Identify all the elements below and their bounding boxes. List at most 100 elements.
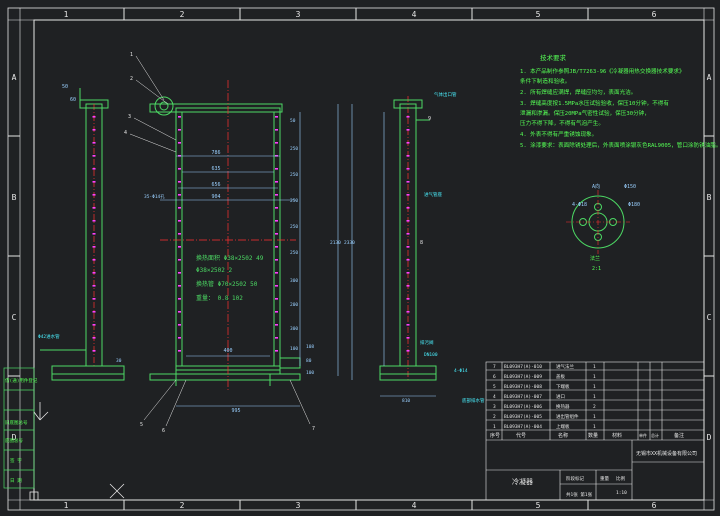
grid-row-b-right: B — [707, 193, 712, 202]
front-callouts — [129, 55, 311, 427]
bom-h-total: 总计 — [651, 432, 659, 438]
ratio-label: 比例 — [616, 475, 625, 482]
tube-marker — [92, 298, 96, 300]
tube-marker — [275, 337, 278, 339]
tube-marker — [406, 246, 410, 248]
tube-marker — [92, 194, 96, 196]
ruler-3: 250 — [290, 172, 298, 178]
tech-notes-title: 技术要求 — [540, 53, 567, 62]
tube-marker — [178, 142, 181, 144]
tube-marker — [92, 220, 96, 222]
callout-9: 9 — [428, 116, 431, 122]
tube-marker — [178, 233, 181, 235]
bom-cell-name: 进口 — [556, 393, 565, 400]
grid-col-5-bottom: 5 — [536, 501, 541, 510]
grid-col-2-bottom: 2 — [180, 501, 185, 510]
tube-marker — [406, 311, 410, 313]
ruler-5: 250 — [290, 224, 298, 230]
tube-marker — [275, 311, 278, 313]
bom-header-text: 序号 代号 名称 数量 材料 单件 总计 备注 — [490, 432, 684, 439]
dim-786: 786 — [211, 150, 220, 156]
tube-marker — [178, 272, 181, 274]
center-note-1: 换热面积 Φ38×2502 49 — [196, 254, 264, 262]
tube-marker — [178, 285, 181, 287]
tube-marker — [406, 116, 410, 118]
company-name: 无锡市XX机械设备有限公司 — [636, 450, 697, 457]
front-tube-markers — [178, 116, 278, 352]
left-tube-markers — [92, 116, 96, 352]
port-dn: DN100 — [424, 352, 438, 358]
bom-cell-name: 下端板 — [556, 383, 570, 390]
callout-1: 1 — [130, 52, 133, 58]
tube-marker — [178, 129, 181, 131]
grid-row-b: B — [12, 193, 17, 202]
bom-cell-name: 盖板 — [556, 373, 565, 380]
bom-h-no: 序号 — [490, 432, 500, 439]
tube-marker — [178, 220, 181, 222]
bom-cell-qty: 1 — [593, 394, 596, 400]
grid-col-1-bottom: 1 — [64, 501, 69, 510]
right-dims — [380, 112, 436, 397]
bom-cell-no: 5 — [493, 384, 496, 390]
tube-marker — [406, 259, 410, 261]
callout-4: 4 — [124, 130, 127, 136]
grid-row-a: A — [12, 73, 17, 82]
flange-center-lines — [566, 190, 630, 254]
tech-note-2: 条件下制造和验收。 — [520, 77, 570, 85]
side-label-1: 借(通)用件登记 — [5, 377, 38, 384]
tube-marker — [92, 207, 96, 209]
side-label-5: 日 期 — [10, 478, 22, 484]
flange-text: A向 4-Φ18 Φ150 Φ180 法兰 2:1 — [572, 183, 640, 272]
tube-marker — [406, 142, 410, 144]
bom-cell-code: BL093H7(A)-006 — [504, 404, 542, 410]
technical-requirements: 技术要求 1. 本产品制作参照JB/T7263-96《冷凝器用热交换器技术要求》… — [520, 53, 720, 149]
bom-cell-code: BL093H7(A)-007 — [504, 394, 542, 400]
bom-cell-no: 7 — [493, 364, 496, 370]
tube-marker — [406, 168, 410, 170]
tube-marker — [178, 246, 181, 248]
title-block-text: 无锡市XX机械设备有限公司 冷凝器 阶段标记 重量 比例 1:10 共1张 第1… — [512, 450, 697, 498]
tube-marker — [92, 116, 96, 118]
flange-view-label: A向 — [592, 183, 600, 190]
ruler-1: 50 — [290, 118, 296, 124]
tube-marker — [275, 142, 278, 144]
tube-marker — [275, 194, 278, 196]
flange-hole-note: 4-Φ18 — [572, 202, 587, 208]
grid-row-c-right: C — [707, 313, 712, 322]
ruler-9: 300 — [290, 326, 298, 332]
tube-marker — [406, 181, 410, 183]
bom-table — [485, 361, 705, 501]
dim-30: 30 — [116, 358, 122, 364]
stage-label: 阶段标记 — [566, 475, 584, 482]
tube-marker — [178, 207, 181, 209]
side-stamp-text: 借(通)用件登记 旧底图总号 底图总号 签 字 日 期 — [5, 377, 38, 484]
front-callout-numbers: 1 2 3 4 5 6 7 35-Φ14孔 — [124, 52, 315, 434]
tube-marker — [92, 246, 96, 248]
tech-note-4: 3. 焊缝高度按1.5MPa水压试验验收，保压10分钟，不得有 — [520, 99, 669, 107]
callout-2: 2 — [130, 76, 133, 82]
tube-marker — [406, 233, 410, 235]
tube-marker — [275, 246, 278, 248]
front-ruler-text: 50 250 250 250 250 250 300 200 300 100 2… — [116, 118, 355, 376]
bom-cell-qty: 1 — [593, 364, 596, 370]
dim-635: 635 — [211, 166, 220, 172]
tech-note-8: 5. 涂漆要求：表面除锈处理后，外表面喷涂银灰色RAL9005，管口涂防锈油脂。 — [520, 141, 720, 149]
dim-left-50: 50 — [62, 84, 68, 90]
tube-marker — [406, 298, 410, 300]
front-right-ruler — [299, 104, 353, 380]
flange-title: 法兰 — [590, 255, 600, 262]
grid-col-4: 4 — [412, 10, 417, 19]
tube-marker — [178, 350, 181, 352]
bom-cell-no: 1 — [493, 424, 496, 430]
grid-row-a-right: A — [707, 73, 712, 82]
tube-marker — [92, 142, 96, 144]
tube-marker — [275, 272, 278, 274]
right-dim-text: 810 气体出口管 进气管座 排污阀 DN100 4-Φ14 底部排水管 8 9 — [402, 91, 485, 404]
grid-col-4-bottom: 4 — [412, 501, 417, 510]
center-notes: 换热面积 Φ38×2502 49 Φ38×2502 2 换热管 Φ70×2502… — [196, 254, 264, 302]
bom-h-unit: 单件 — [639, 432, 647, 438]
tube-marker — [92, 259, 96, 261]
bom-cell-qty: 2 — [593, 404, 596, 410]
bom-cell-qty: 1 — [593, 414, 596, 420]
left-dims: 50 60 Φ42进水管 — [38, 84, 76, 340]
